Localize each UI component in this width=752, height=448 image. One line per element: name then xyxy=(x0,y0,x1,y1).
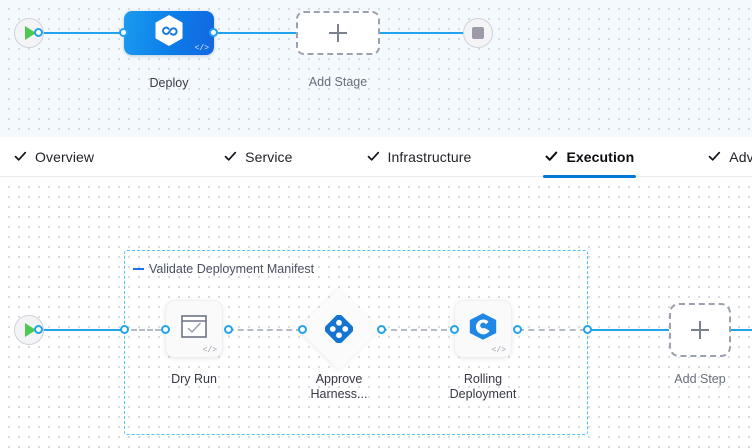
connector-addstage-to-end xyxy=(377,32,470,34)
step-node-dry-run[interactable]: </> xyxy=(165,300,223,358)
execution-start-output-port[interactable] xyxy=(34,325,43,334)
deploy-input-port[interactable] xyxy=(119,28,128,37)
deploy-output-port[interactable] xyxy=(209,28,218,37)
add-stage-label: Add Stage xyxy=(308,75,368,89)
dry-run-input-port[interactable] xyxy=(161,325,170,334)
step-label-dry-run: Dry Run xyxy=(171,372,217,386)
stage-canvas[interactable]: </> Deploy Add Stage xyxy=(0,0,752,137)
tab-label: Overview xyxy=(35,148,95,165)
tab-label: Execution xyxy=(566,148,635,165)
tab-service[interactable]: Service xyxy=(208,137,308,177)
stop-icon xyxy=(472,27,484,39)
tab-infrastructure[interactable]: Infrastructure xyxy=(351,137,488,177)
stage-code-badge[interactable]: </> xyxy=(194,44,209,53)
add-step-label: Add Step xyxy=(674,372,726,386)
plus-icon xyxy=(329,24,347,42)
rolling-hexagon-icon xyxy=(468,313,498,346)
connector-addstep-out xyxy=(731,329,752,331)
step-node-rolling-deployment[interactable]: </> xyxy=(454,300,512,358)
step-group-title[interactable]: Validate Deployment Manifest xyxy=(133,262,314,276)
add-stage-button[interactable] xyxy=(296,11,380,55)
check-icon xyxy=(545,150,558,163)
tab-label: Service xyxy=(245,148,293,165)
window-check-icon xyxy=(181,315,207,343)
step-label-approve-line2: Harness... xyxy=(310,387,368,401)
group-input-port[interactable] xyxy=(120,325,129,334)
execution-start-node[interactable] xyxy=(14,315,44,345)
connector-dryrun-to-approve xyxy=(228,329,302,331)
tab-overview[interactable]: Overview xyxy=(0,137,110,177)
rolling-input-port[interactable] xyxy=(450,325,459,334)
group-output-port[interactable] xyxy=(583,325,592,334)
step-group-validate-deployment-manifest[interactable] xyxy=(124,250,588,435)
check-icon xyxy=(224,150,237,163)
connector-groupend-to-addstep xyxy=(587,329,669,331)
step-code-badge[interactable]: </> xyxy=(202,346,217,355)
connector-start-to-deploy xyxy=(34,32,122,34)
connector-start-to-group xyxy=(34,329,127,331)
harness-hexagon-infinity-icon xyxy=(154,14,184,52)
stage-node-deploy[interactable]: </> xyxy=(124,11,214,55)
tab-advanced[interactable]: Advanced xyxy=(692,137,752,177)
dry-run-output-port[interactable] xyxy=(224,325,233,334)
check-icon xyxy=(708,150,721,163)
play-icon xyxy=(25,26,36,40)
tab-label: Infrastructure xyxy=(387,148,472,165)
tab-active-underline xyxy=(543,174,637,178)
check-icon xyxy=(14,150,27,163)
plus-icon xyxy=(691,321,709,339)
collapse-dash-icon[interactable] xyxy=(133,268,144,270)
step-group-title-label: Validate Deployment Manifest xyxy=(149,262,315,276)
add-step-button[interactable] xyxy=(669,303,731,357)
connector-deploy-to-addstage xyxy=(213,32,298,34)
step-code-badge[interactable]: </> xyxy=(491,346,506,355)
execution-canvas[interactable]: Validate Deployment Manifest xyxy=(0,178,752,448)
approve-input-port[interactable] xyxy=(298,325,307,334)
step-label-approve-line1: Approve xyxy=(315,372,363,386)
check-icon xyxy=(367,150,380,163)
stage-label-deploy: Deploy xyxy=(149,76,189,90)
tab-execution[interactable]: Execution xyxy=(529,137,650,178)
step-label-rolling-line1: Rolling xyxy=(463,372,503,386)
rolling-output-port[interactable] xyxy=(513,325,522,334)
connector-group-to-dryrun xyxy=(131,329,161,331)
start-output-port[interactable] xyxy=(34,28,43,37)
connector-approve-to-rolling xyxy=(381,329,457,331)
approve-output-port[interactable] xyxy=(377,325,386,334)
pipeline-end-node[interactable] xyxy=(463,18,493,48)
tab-label: Advanced xyxy=(729,148,752,165)
step-label-rolling-line2: Deployment xyxy=(449,387,517,401)
stage-tabs[interactable]: Overview Service Infrastructure Executio… xyxy=(0,137,752,178)
connector-rolling-to-groupend xyxy=(518,329,586,331)
play-icon xyxy=(25,323,36,337)
